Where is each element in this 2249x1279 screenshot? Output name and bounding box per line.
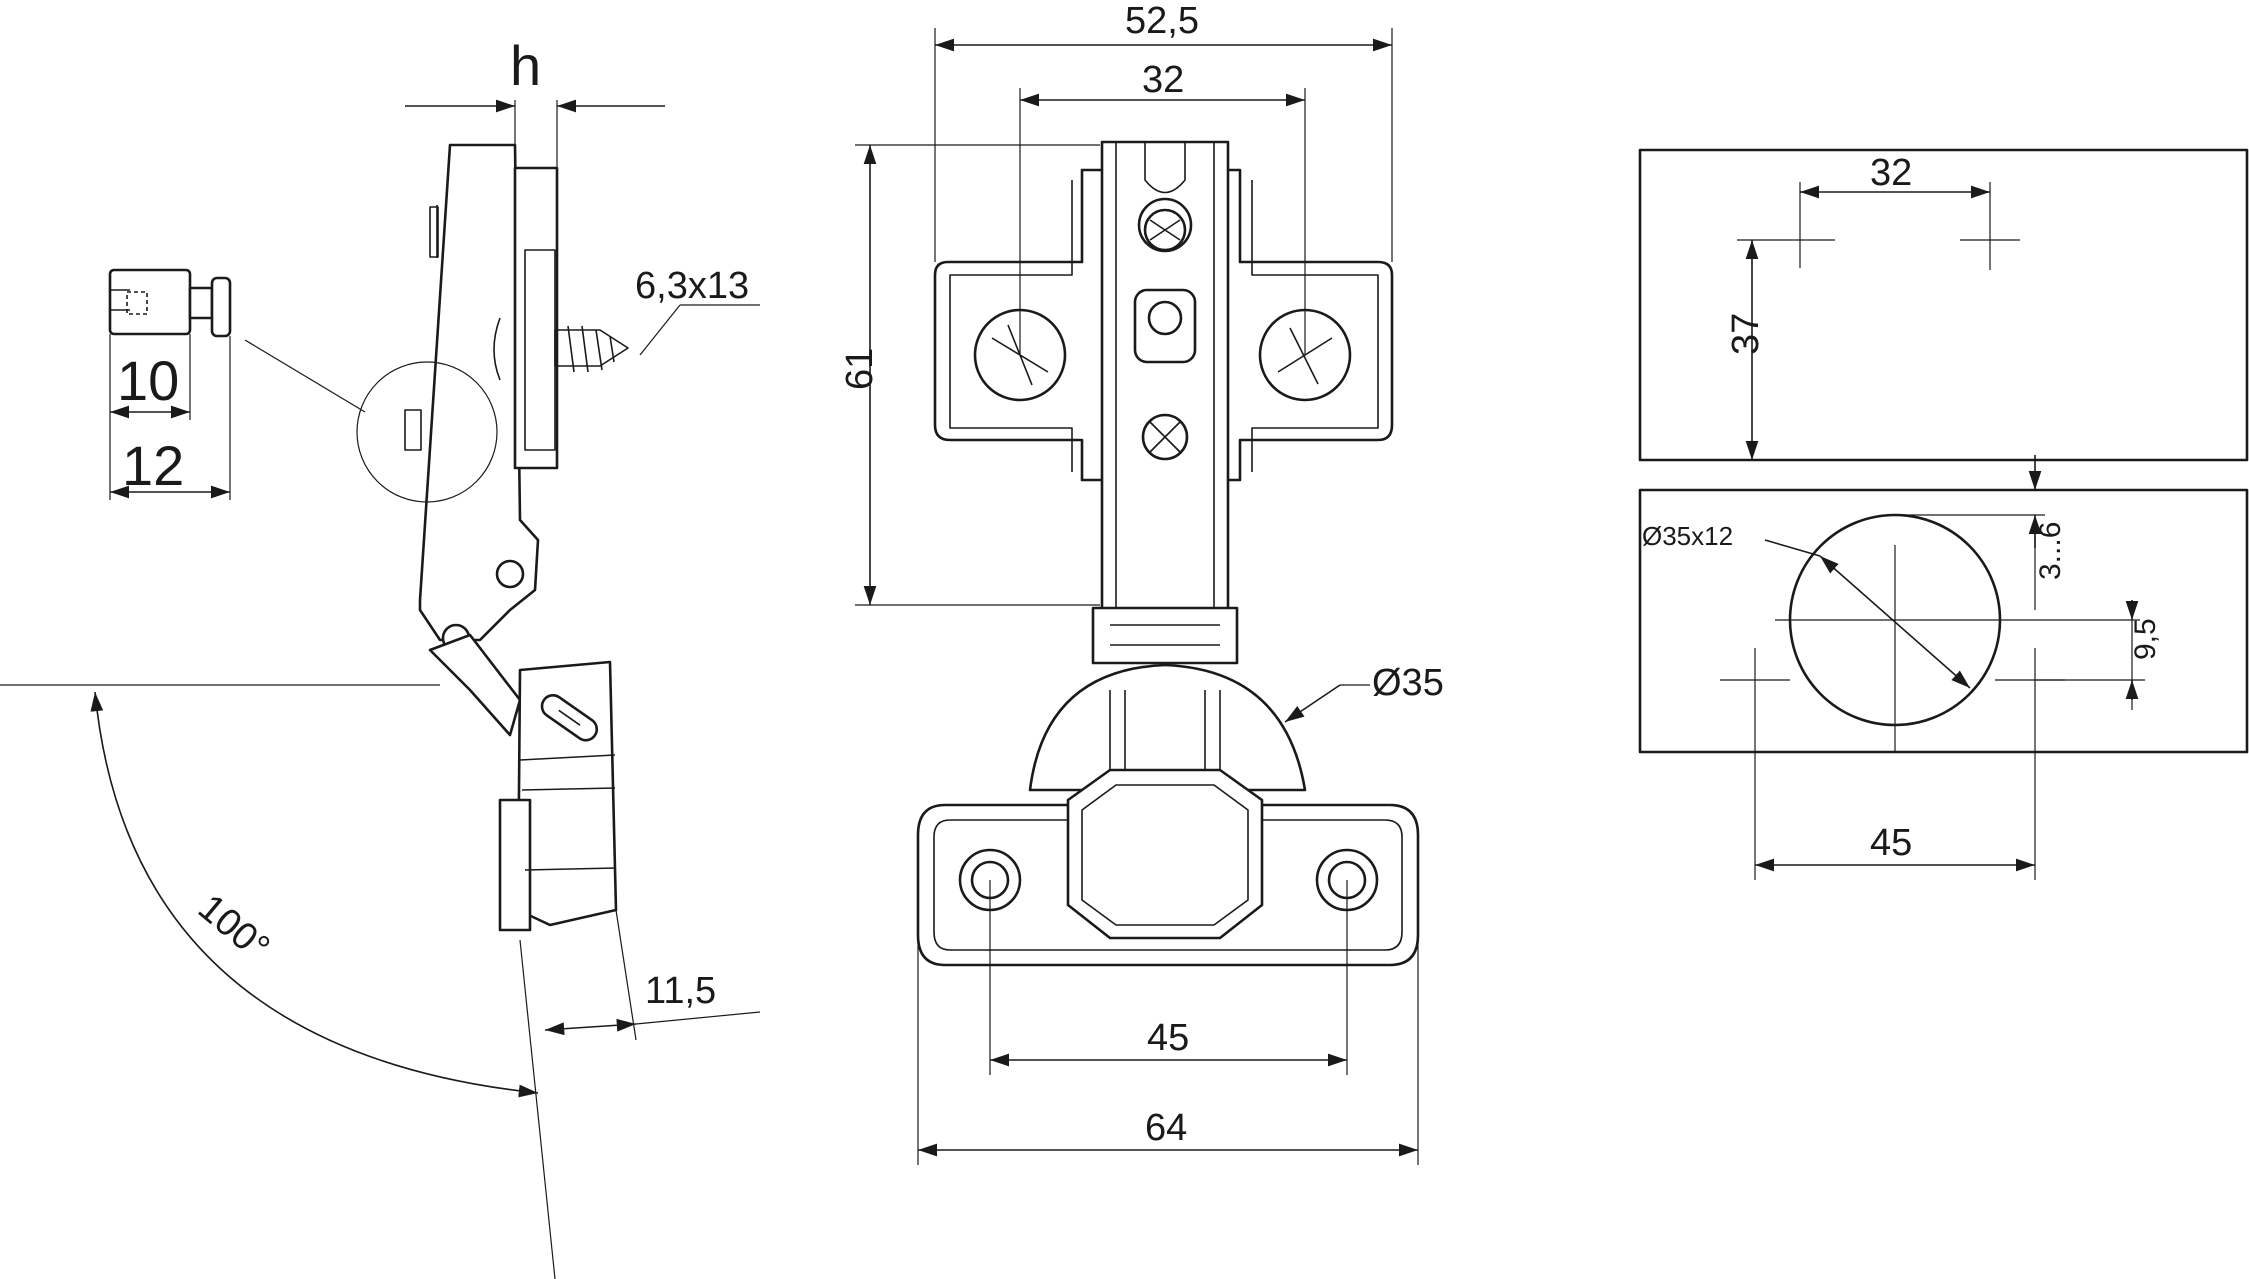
hinge-cup (1066, 768, 1264, 940)
mounting-plate-side (513, 166, 559, 470)
front-view: 52,5 32 61 Ø35 45 64 (839, 0, 1444, 1165)
cabinet-side-panel (1638, 148, 2249, 462)
door-panel (1638, 488, 2249, 754)
fixing-dowel (108, 268, 232, 338)
label-overlay: 11,5 (645, 970, 716, 1012)
label-cup-diameter: Ø35 (1372, 662, 1444, 704)
label-width-screws: 32 (1142, 59, 1184, 101)
label-offset-9-5: 9,5 (2129, 618, 2162, 660)
label-pin-10: 10 (117, 349, 179, 412)
label-drill-37: 37 (1725, 313, 1767, 355)
label-height: 61 (839, 348, 881, 390)
label-plate-holes: 45 (1147, 1017, 1189, 1059)
adjust-screw-center (1141, 413, 1189, 461)
label-screw: 6,3x13 (635, 265, 749, 307)
label-pin-12: 12 (122, 434, 184, 497)
opening-angle-arc (90, 691, 539, 1098)
label-drill-32: 32 (1870, 152, 1912, 194)
label-width-total: 52,5 (1125, 0, 1199, 42)
label-plate-width: 64 (1145, 1107, 1187, 1149)
side-view: 6,3x13 h 10 12 11,5 (0, 34, 761, 1279)
label-h: h (510, 34, 541, 97)
label-cup-drill: Ø35x12 (1642, 521, 1733, 551)
hinge-cup-outline (1028, 663, 1307, 792)
label-angle: 100° (190, 887, 277, 970)
wood-screw (554, 325, 629, 373)
drilling-scheme: 32 37 Ø35x12 3...6 9,5 45 (1638, 148, 2249, 880)
label-edge-3-6: 3...6 (2034, 522, 2067, 580)
label-drill-45: 45 (1870, 822, 1912, 864)
hinge-link (428, 633, 522, 737)
detail-circle (356, 361, 498, 503)
adjust-screw-top (1143, 208, 1187, 252)
